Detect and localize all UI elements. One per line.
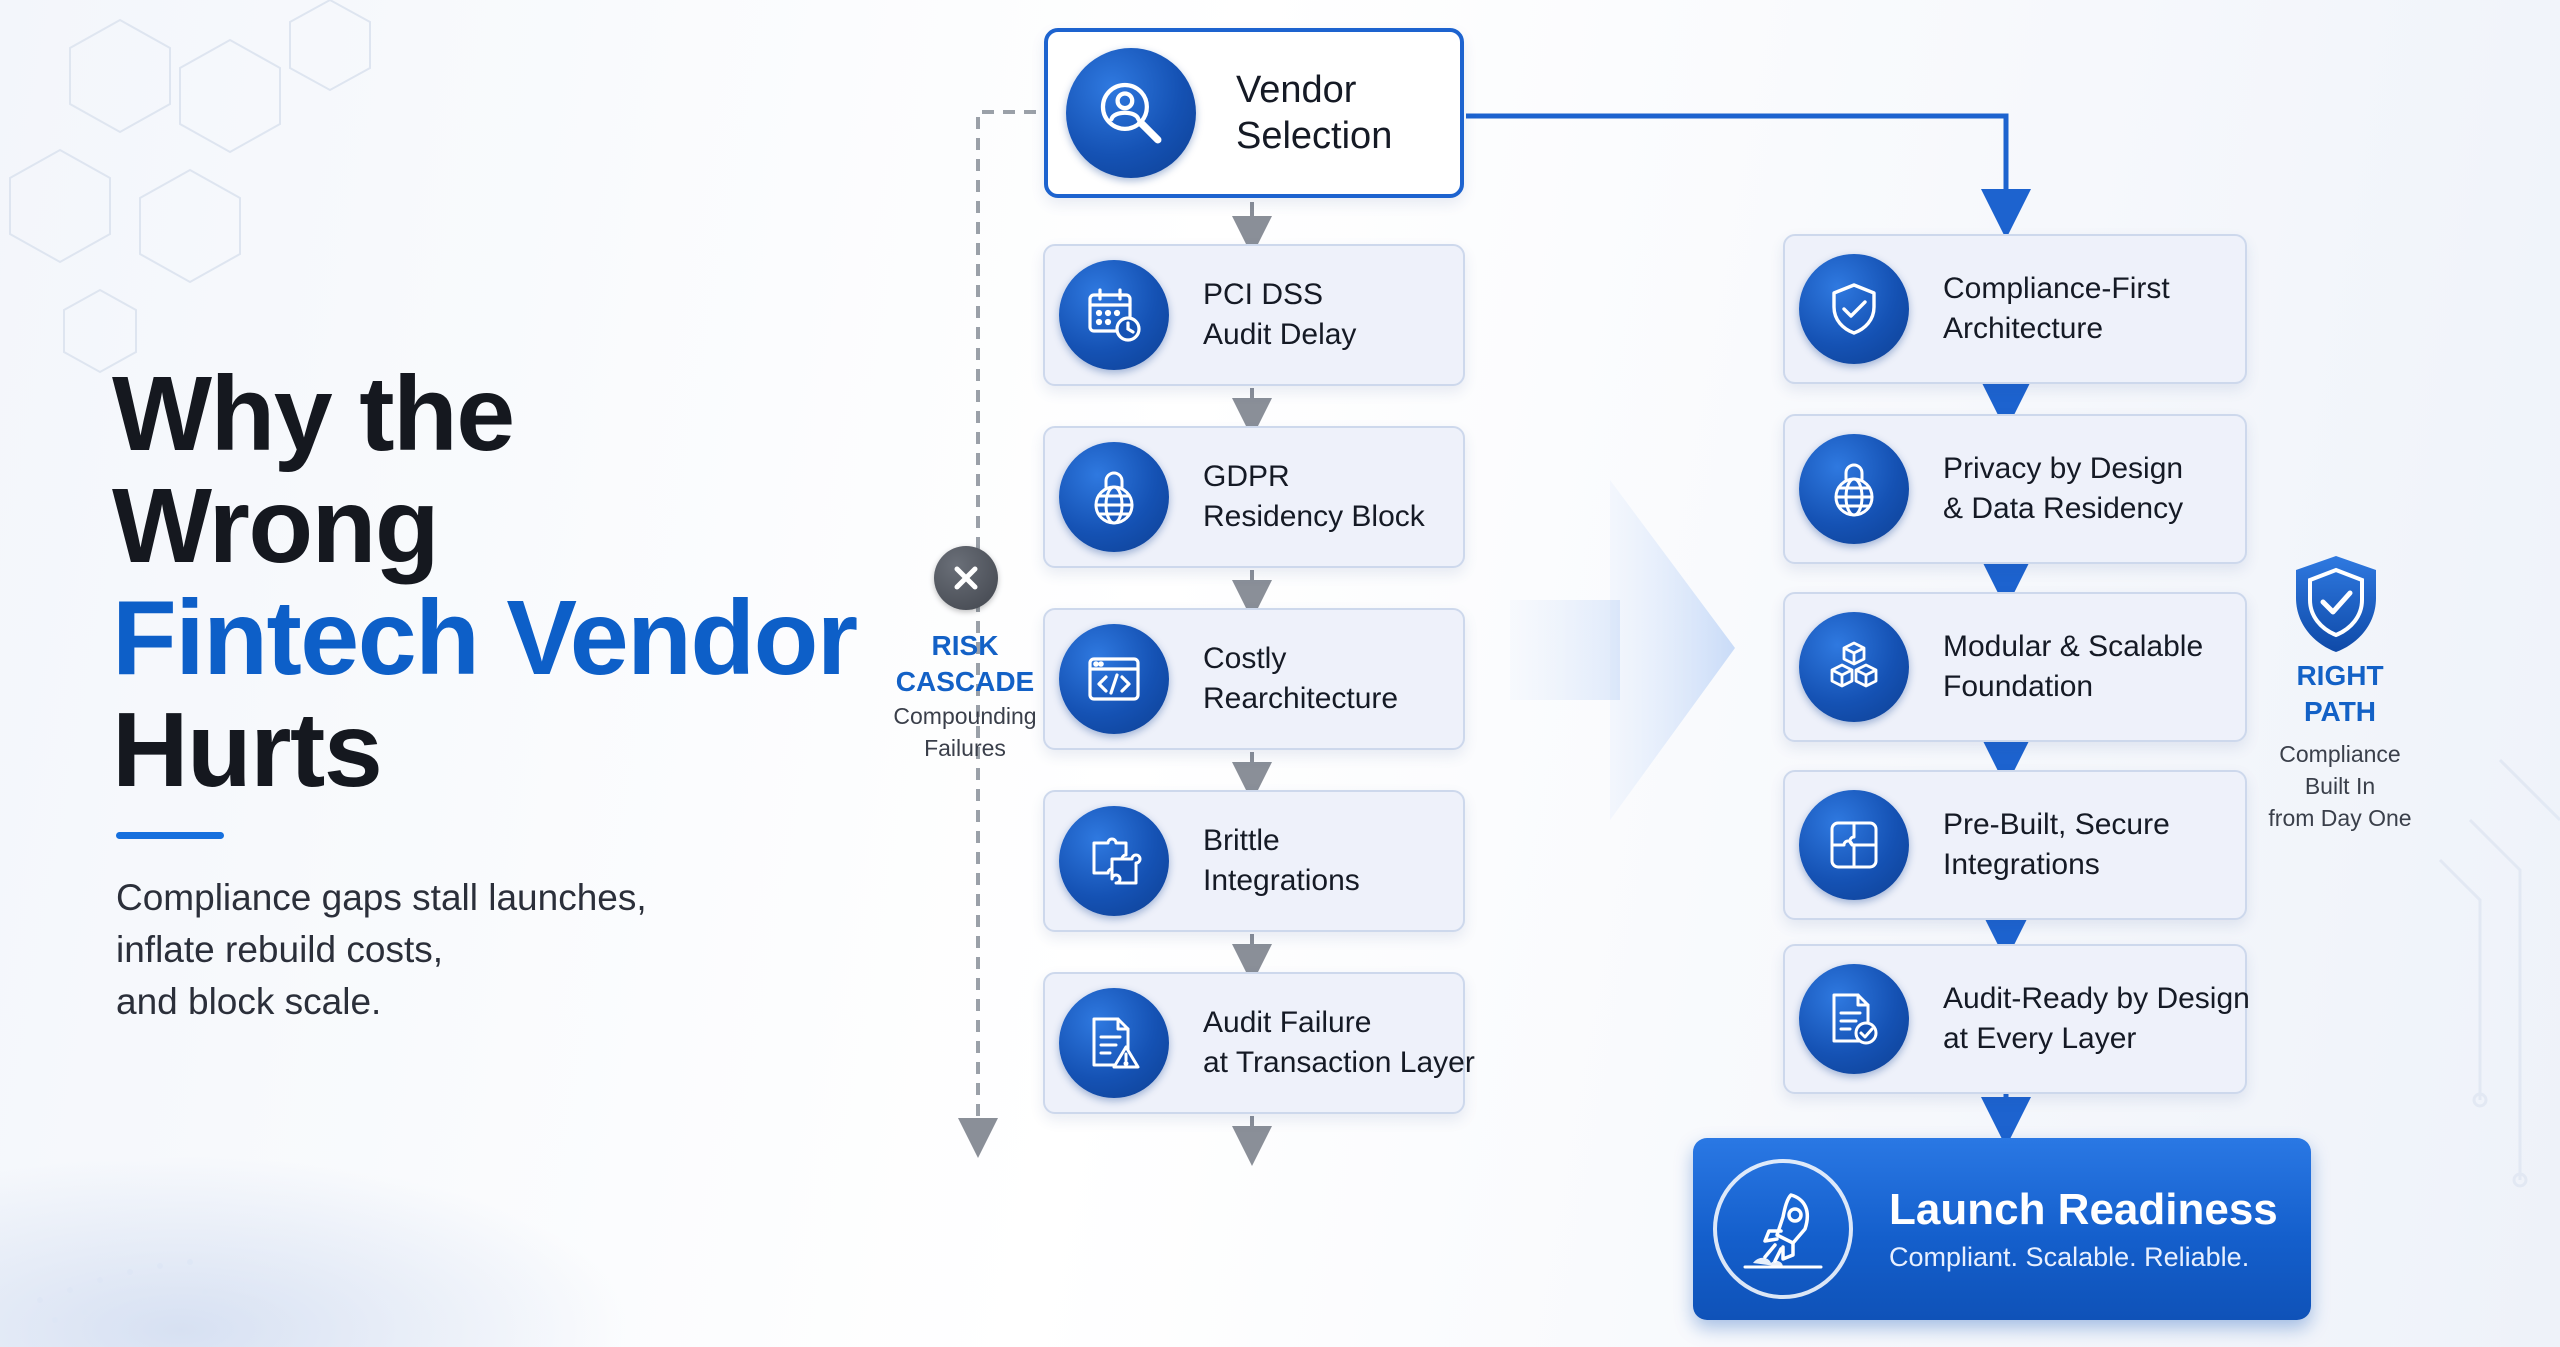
puzzle-icon: [1799, 790, 1909, 900]
subtitle-line: and block scale.: [116, 981, 382, 1022]
right-step-audit-ready: Audit-Ready by Design at Every Layer: [1783, 944, 2250, 1094]
launch-readiness-node: Launch Readiness Compliant. Scalable. Re…: [1693, 1138, 2311, 1320]
cubes-icon: [1799, 612, 1909, 722]
risk-step-rearchitecture: Costly Rearchitecture: [1043, 608, 1465, 750]
right-step-privacy-by-design: Privacy by Design & Data Residency: [1783, 414, 2247, 564]
right-step-secure-integrations: Pre-Built, Secure Integrations: [1783, 770, 2247, 920]
right-path-title: PATH: [2303, 696, 2377, 727]
page-title: Why the Wrong Fintech Vendor Hurts: [112, 358, 872, 806]
node-label: Audit Delay: [1203, 318, 1357, 351]
node-label: Rearchitecture: [1203, 682, 1399, 715]
shield-check-icon: [1799, 254, 1909, 364]
node-label: & Data Residency: [1943, 492, 2184, 525]
risk-step-pci-dss: PCI DSS Audit Delay: [1043, 244, 1465, 386]
right-path-title: RIGHT: [2296, 660, 2384, 691]
node-label: Vendor: [1236, 69, 1357, 111]
risk-subtitle: Compounding: [893, 703, 1037, 729]
risk-title: RISK: [931, 630, 999, 661]
node-label: Foundation: [1943, 670, 2094, 703]
risk-step-audit-failure: Audit Failure at Transaction Layer: [1043, 972, 1475, 1114]
vendor-selection-node: Vendor Selection: [1044, 28, 1464, 198]
title-line: Hurts: [112, 691, 383, 809]
title-line: Wrong: [112, 467, 440, 585]
right-step-compliance-first: Compliance-First Architecture: [1783, 234, 2247, 384]
node-label: Residency Block: [1203, 500, 1425, 533]
node-label: Compliance-First: [1943, 272, 2170, 305]
launch-subtitle: Compliant. Scalable. Reliable.: [1889, 1242, 2250, 1272]
node-label: Pre-Built, Secure: [1943, 808, 2170, 841]
document-check-icon: [1799, 964, 1909, 1074]
shield-check-icon: [2290, 552, 2382, 656]
node-label: Brittle: [1203, 824, 1280, 857]
right-path-subtitle: from Day One: [2268, 805, 2412, 831]
globe-lock-icon: [1059, 442, 1169, 552]
title-line: Why the: [112, 355, 515, 473]
rocket-icon: [1713, 1159, 1853, 1299]
right-path-connector: [1466, 113, 2031, 239]
node-label: Modular & Scalable: [1943, 630, 2204, 663]
node-label: at Transaction Layer: [1203, 1046, 1475, 1079]
risk-cascade-label: RISK CASCADE Compounding Failures: [870, 628, 1060, 764]
calendar-clock-icon: [1059, 260, 1169, 370]
risk-cascade-dashed-line: [958, 110, 1036, 1158]
node-label: GDPR: [1203, 460, 1290, 493]
node-label: Integrations: [1943, 848, 2100, 881]
right-path-subtitle: Compliance: [2279, 741, 2401, 767]
subtitle: Compliance gaps stall launches, inflate …: [116, 872, 836, 1028]
x-circle-icon: [934, 546, 998, 610]
subtitle-line: Compliance gaps stall launches,: [116, 877, 647, 918]
globe-lock-icon: [1799, 434, 1909, 544]
node-label: Selection: [1236, 115, 1393, 157]
direction-arrow-shape: [1610, 480, 1735, 820]
risk-step-brittle-integrations: Brittle Integrations: [1043, 790, 1465, 932]
risk-subtitle: Failures: [924, 735, 1006, 761]
puzzle-icon: [1059, 806, 1169, 916]
right-path-label: RIGHT PATH Compliance Built In from Day …: [2240, 658, 2440, 834]
document-warning-icon: [1059, 988, 1169, 1098]
launch-title: Launch Readiness: [1889, 1185, 2278, 1234]
title-line-highlight: Fintech Vendor: [112, 579, 858, 697]
person-search-icon: [1066, 48, 1196, 178]
node-label: Integrations: [1203, 864, 1360, 897]
risk-title: CASCADE: [895, 666, 1035, 697]
node-label: Audit Failure: [1203, 1006, 1372, 1039]
node-label: Audit-Ready by Design: [1943, 982, 2250, 1015]
right-path-subtitle: Built In: [2304, 773, 2376, 799]
accent-divider: [116, 832, 224, 839]
node-label: Costly: [1203, 642, 1287, 675]
risk-step-gdpr: GDPR Residency Block: [1043, 426, 1465, 568]
right-step-modular-foundation: Modular & Scalable Foundation: [1783, 592, 2247, 742]
node-label: Architecture: [1943, 312, 2104, 345]
node-label: PCI DSS: [1203, 278, 1324, 311]
node-label: at Every Layer: [1943, 1022, 2137, 1055]
code-window-icon: [1059, 624, 1169, 734]
node-label: Privacy by Design: [1943, 452, 2184, 485]
subtitle-line: inflate rebuild costs,: [116, 929, 444, 970]
